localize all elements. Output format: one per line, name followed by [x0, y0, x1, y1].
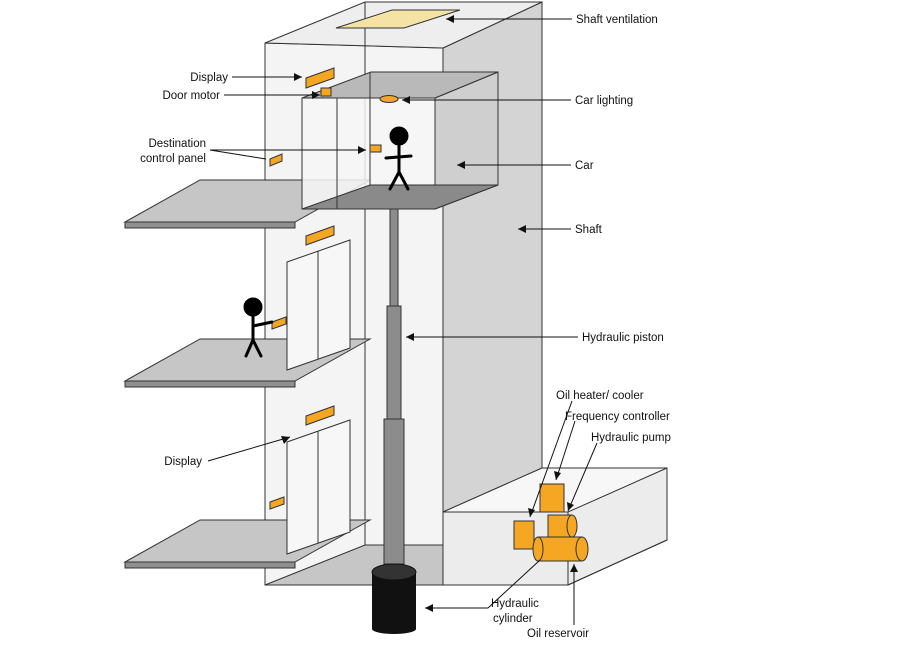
oil-reservoir	[532, 536, 589, 562]
label-hydraulic-cylinder-line2: cylinder	[493, 613, 533, 625]
hydraulic-piston-stage1	[386, 305, 402, 422]
elevator-car	[301, 71, 499, 210]
passenger-in-car-icon	[384, 126, 413, 191]
destination-panel-middle	[271, 316, 287, 330]
display-middle	[305, 225, 335, 246]
landing-door-bottom	[286, 419, 351, 555]
display-bottom	[305, 405, 335, 426]
car-control-panel	[369, 144, 382, 153]
destination-panel-bottom	[269, 496, 285, 510]
label-shaft-ventilation: Shaft ventilation	[576, 14, 658, 26]
passenger-on-landing-icon	[243, 297, 274, 358]
label-display-top: Display	[190, 72, 228, 84]
label-destination-line2: control panel	[140, 153, 206, 165]
leader-arrowheads	[281, 15, 578, 612]
label-door-motor: Door motor	[162, 90, 220, 102]
destination-panel-top	[269, 153, 283, 167]
car-lighting	[379, 95, 399, 103]
door-motor	[320, 87, 332, 97]
car-door-display	[305, 67, 335, 89]
label-hydraulic-pump: Hydraulic pump	[591, 432, 671, 444]
oil-heater-cooler	[513, 520, 535, 550]
label-destination-line1: Destination	[148, 138, 206, 150]
hydraulic-cylinder	[371, 563, 417, 634]
label-display-bottom: Display	[164, 456, 202, 468]
label-shaft: Shaft	[575, 224, 603, 236]
label-hydraulic-piston: Hydraulic piston	[582, 332, 664, 344]
hydraulic-piston-stage2	[383, 418, 405, 565]
label-car: Car	[575, 160, 594, 172]
frequency-controller	[539, 483, 565, 513]
label-oil-heater-cooler: Oil heater/ cooler	[556, 390, 644, 402]
hydraulic-piston-rod	[389, 207, 399, 309]
shaft-ventilation-panel	[335, 9, 461, 29]
leader-lines	[207, 18, 598, 625]
label-hydraulic-cylinder-line1: Hydraulic	[491, 598, 539, 610]
landing-door-middle	[286, 239, 351, 371]
label-frequency-controller: Frequency controller	[565, 411, 670, 423]
hydraulic-pump	[547, 514, 578, 538]
label-car-lighting: Car lighting	[575, 95, 633, 107]
label-oil-reservoir: Oil reservoir	[527, 628, 589, 640]
